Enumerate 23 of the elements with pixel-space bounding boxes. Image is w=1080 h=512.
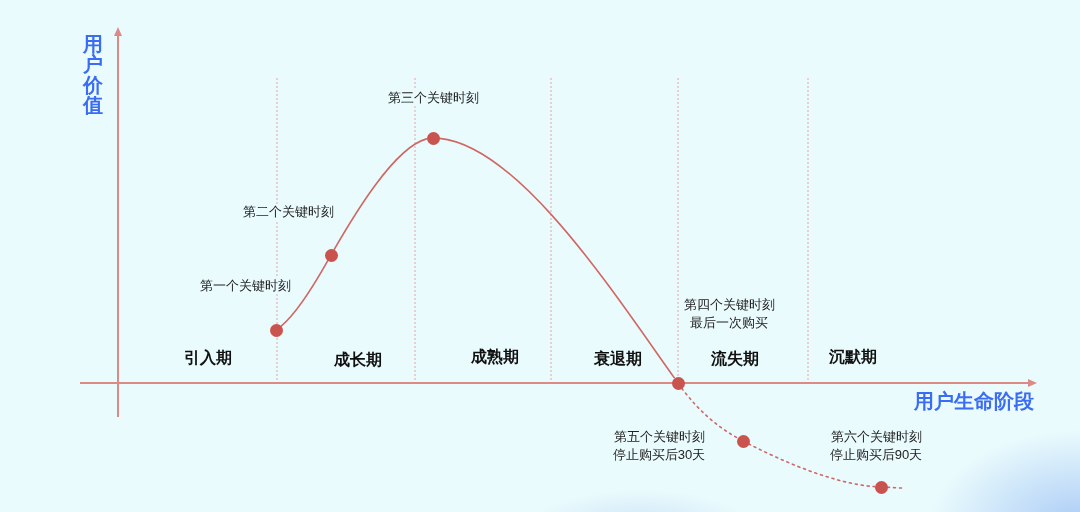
curve-segment <box>681 387 739 439</box>
moment-label: 第二个关键时刻 <box>241 204 335 220</box>
stage-label: 引入期 <box>184 348 232 368</box>
curve-segment <box>748 443 876 488</box>
moment-label: 第五个关键时刻 <box>612 429 706 445</box>
stage-label: 沉默期 <box>829 347 877 367</box>
stage-label: 衰退期 <box>594 349 642 369</box>
stage-label: 成熟期 <box>471 347 519 367</box>
curve-segment <box>280 259 329 327</box>
moment-label: 停止购买后30天 <box>611 447 707 463</box>
curve-segment <box>886 486 903 489</box>
axis-title: 用户价值 <box>83 34 103 116</box>
moment-label: 第三个关键时刻 <box>386 90 480 106</box>
moment-label: 第四个关键时刻 <box>682 297 776 313</box>
moment-label: 停止购买后90天 <box>828 447 924 463</box>
moment-label: 第六个关键时刻 <box>829 429 923 445</box>
moment-label: 第一个关键时刻 <box>198 278 292 294</box>
stage-label: 流失期 <box>711 349 759 369</box>
axis-title: 用户生命阶段 <box>914 389 1034 413</box>
curve-segment <box>333 138 428 251</box>
curve-segment <box>438 137 675 379</box>
stage-label: 成长期 <box>334 350 382 370</box>
moment-label: 最后一次购买 <box>689 315 769 331</box>
